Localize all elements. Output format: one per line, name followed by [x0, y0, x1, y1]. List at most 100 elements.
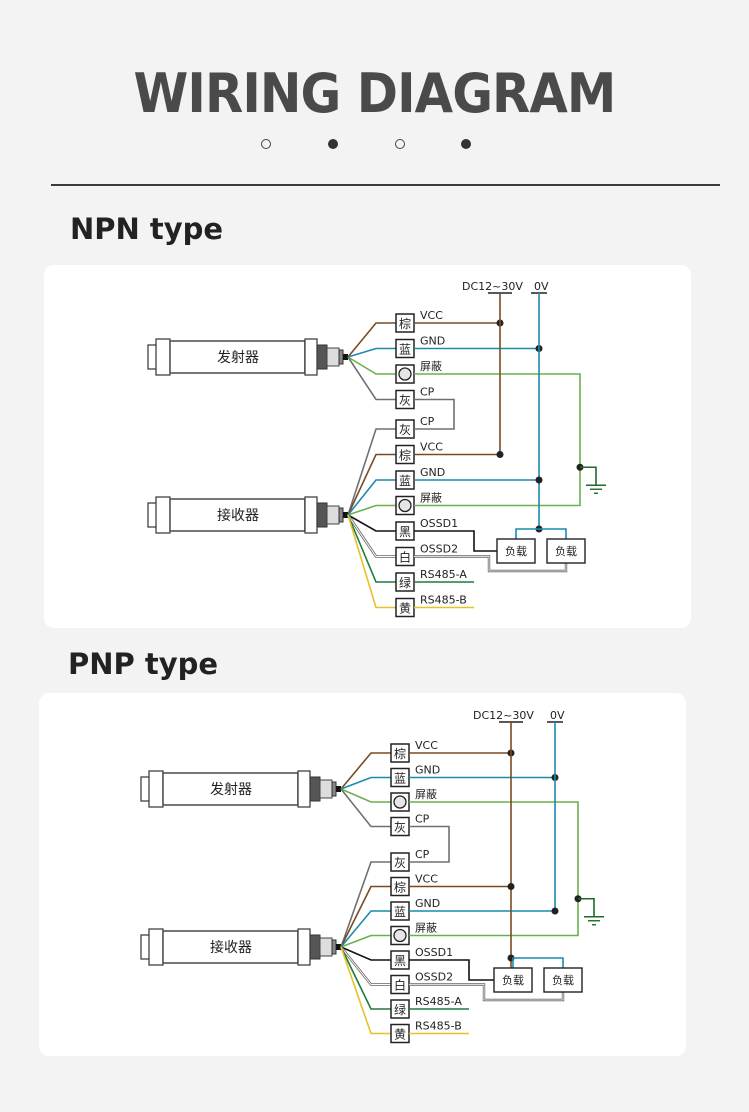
receiver-wire-rs485-a [340, 946, 391, 1010]
emitter-signal-label: CP [420, 386, 435, 399]
receiver-wire-gnd [340, 910, 391, 948]
junction-dot [507, 883, 515, 890]
cp-link [409, 825, 450, 863]
receiver-thread [316, 502, 328, 528]
receiver-wire-gnd [347, 479, 396, 516]
receiver-signal-label: 屏蔽 [420, 492, 442, 505]
emitter-wire-3-code: 灰 [394, 821, 406, 835]
receiver-wire-4-code: 黑 [399, 525, 411, 539]
dc-supply-label: DC12~30V [473, 709, 534, 722]
header-divider [51, 184, 720, 186]
emitter-label: 发射器 [210, 782, 252, 798]
ossd2-run-core [409, 984, 564, 1001]
load-box [546, 538, 586, 564]
receiver-thread [309, 934, 321, 960]
receiver-signal-label: OSSD1 [420, 517, 458, 530]
receiver-wire-6-code: 绿 [399, 575, 411, 590]
receiver-signal-label: OSSD2 [415, 971, 453, 984]
ossd2-run-core [414, 556, 567, 572]
emitter-flange-right [297, 770, 311, 808]
receiver-wire-rs485-a [347, 514, 396, 583]
emitter-connector [319, 779, 333, 799]
receiver-wire-0-code: 灰 [399, 423, 411, 437]
emitter-wire-0-code: 棕 [399, 316, 411, 331]
emitter-wire-cp [340, 788, 391, 828]
ossd1-run [409, 959, 494, 981]
receiver-signal-label: RS485-B [420, 594, 467, 607]
load-label: 负载 [502, 973, 524, 987]
receiver-wire-ossd2-core [347, 514, 396, 557]
emitter-wire-vcc [340, 752, 391, 790]
receiver-connector [319, 937, 333, 957]
receiver-wire-rs485-b [347, 514, 396, 609]
emitter-wire-屏蔽 [340, 788, 391, 803]
load-box [496, 538, 536, 564]
receiver-wire-7-code: 黄 [399, 602, 411, 616]
receiver-signal-label: RS485-A [415, 995, 462, 1008]
emitter-label: 发射器 [217, 350, 259, 366]
junction-dot [551, 907, 559, 915]
load-common-wire [512, 957, 564, 968]
pnp-section-title: PNP type [68, 647, 219, 681]
emitter-connector-nut [331, 781, 337, 797]
dot-icon [461, 139, 471, 149]
load-box [543, 967, 583, 993]
receiver-wire-ossd2-core [340, 946, 391, 985]
dot-icon [261, 139, 271, 149]
receiver-label: 接收器 [217, 507, 259, 524]
emitter-flange-right [304, 338, 318, 376]
receiver-wire-vcc [340, 885, 391, 948]
emitter-cable-exit [343, 354, 348, 360]
ossd1-run [414, 530, 497, 552]
receiver-wire-屏蔽 [347, 504, 396, 516]
receiver-signal-label: GND [420, 466, 445, 479]
emitter-wire-gnd [340, 776, 391, 790]
receiver-signal-label: OSSD2 [420, 543, 458, 556]
receiver-label: 接收器 [210, 939, 252, 956]
shield-icon [398, 367, 412, 381]
receiver-wire-cp [347, 428, 396, 516]
receiver-wire-ossd1 [347, 514, 396, 532]
cp-link [414, 398, 455, 430]
emitter-body [162, 772, 299, 806]
emitter-wire-1-code: 蓝 [394, 772, 406, 786]
emitter-connector-nut [338, 349, 344, 365]
receiver-cable-exit [343, 512, 348, 518]
emitter-wire-3-code: 灰 [399, 394, 411, 408]
decorative-dots [0, 139, 749, 153]
emitter-wire-1-code: 蓝 [399, 343, 411, 357]
receiver-signal-label: VCC [415, 873, 438, 886]
shield-icon [393, 795, 407, 809]
emitter-flange [148, 770, 164, 808]
receiver-signal-label: 屏蔽 [415, 922, 437, 935]
emitter-signal-label: VCC [420, 309, 443, 322]
receiver-signal-label: CP [420, 415, 435, 428]
receiver-wire-1-code: 棕 [394, 880, 406, 895]
junction-dot [496, 451, 504, 458]
load-label: 负载 [552, 973, 574, 987]
emitter-signal-label: 屏蔽 [415, 788, 437, 801]
receiver-flange [155, 496, 171, 534]
receiver-wire-4-code: 黑 [394, 954, 406, 968]
receiver-wire-1-code: 棕 [399, 448, 411, 463]
npn-section-title: NPN type [70, 212, 224, 246]
receiver-wire-rs485-b [340, 946, 391, 1035]
ground-lead [580, 466, 597, 486]
receiver-connector [326, 505, 340, 525]
zero-volt-label: 0V [550, 709, 565, 722]
emitter-signal-label: GND [415, 764, 440, 777]
emitter-thread [316, 344, 328, 370]
receiver-wire-cp [340, 861, 391, 948]
receiver-flange-right [304, 496, 318, 534]
load-common-wire [515, 528, 567, 539]
emitter-wire-cp [347, 356, 396, 401]
receiver-connector-nut [338, 507, 344, 523]
receiver-body [169, 498, 306, 532]
receiver-connector-nut [331, 939, 337, 955]
emitter-thread [309, 776, 321, 802]
emitter-wire-屏蔽 [347, 356, 396, 375]
emitter-connector [326, 347, 340, 367]
shield-bus [409, 801, 579, 937]
receiver-signal-label: OSSD1 [415, 946, 453, 959]
